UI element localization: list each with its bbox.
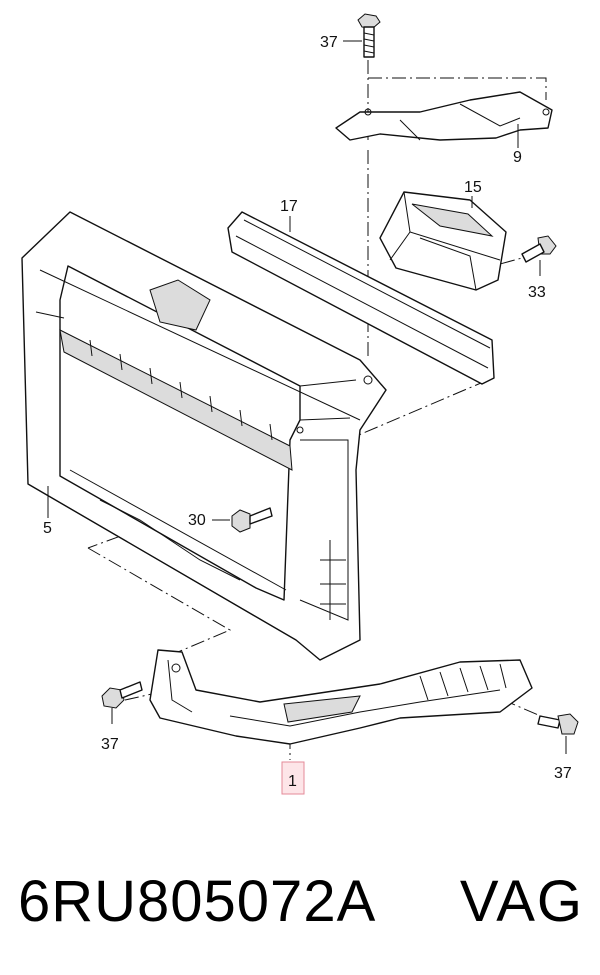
screw-37-right xyxy=(537,713,579,754)
callout-labels: 37 9 17 15 33 5 30 37 1 37 xyxy=(43,34,572,795)
screw-37-top xyxy=(343,13,381,58)
part-number: 6RU805072A xyxy=(18,869,377,934)
label-1: 1 xyxy=(288,773,297,790)
label-37-left: 37 xyxy=(101,736,119,753)
label-37-top: 37 xyxy=(320,34,338,51)
label-33: 33 xyxy=(528,284,546,301)
label-5: 5 xyxy=(43,520,52,537)
lower-bracket-1 xyxy=(149,649,533,745)
bracket-9 xyxy=(335,91,553,148)
air-duct-15 xyxy=(379,191,507,291)
screw-33 xyxy=(521,235,557,276)
part-1-highlight-box xyxy=(281,761,305,795)
screw-30 xyxy=(212,507,273,533)
label-9: 9 xyxy=(513,149,522,166)
rail-17 xyxy=(227,211,495,385)
label-15: 15 xyxy=(464,179,482,196)
label-30: 30 xyxy=(188,512,206,529)
exploded-parts-diagram: 37 9 17 15 33 5 30 37 1 37 xyxy=(21,13,579,795)
label-17: 17 xyxy=(280,198,298,215)
brand-name: VAG xyxy=(459,869,584,934)
footer: 6RU805072A VAG xyxy=(0,862,600,962)
screw-37-left xyxy=(101,681,143,724)
label-37-right: 37 xyxy=(554,765,572,782)
